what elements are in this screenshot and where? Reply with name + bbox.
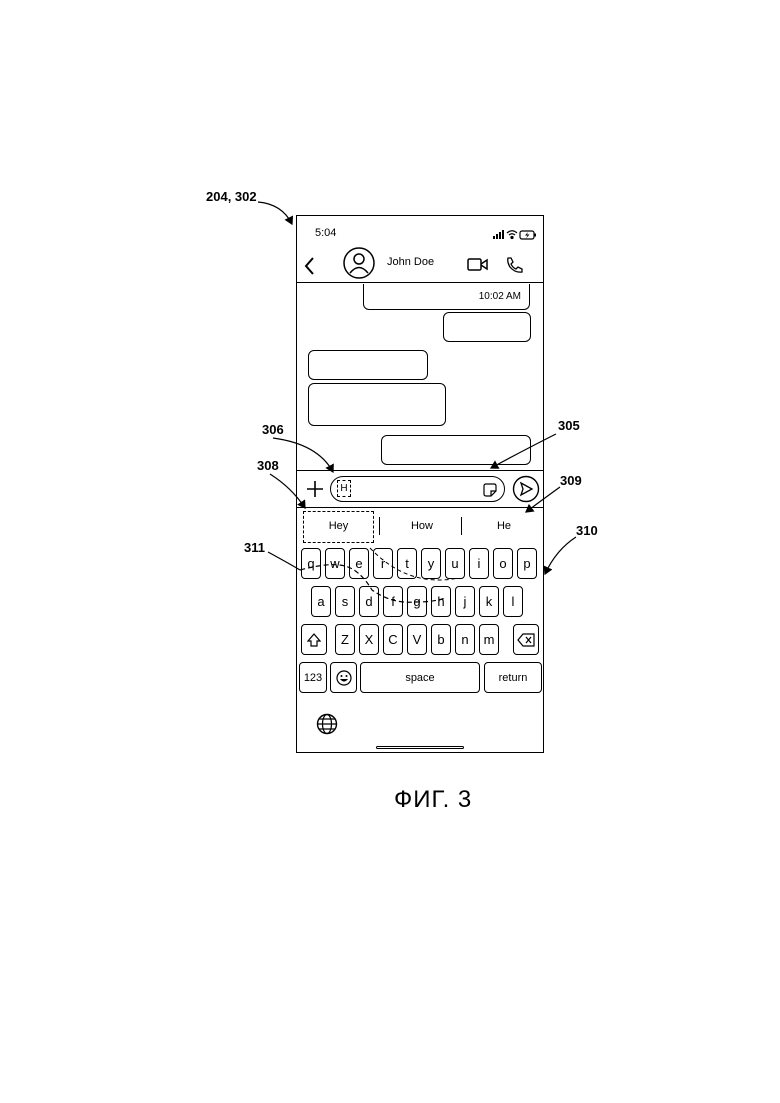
leader-line-device [258, 202, 292, 224]
leader-line-send-area [491, 434, 556, 468]
figure-caption: ФИГ. 3 [394, 786, 472, 814]
leader-line-input-field [273, 438, 333, 472]
leader-line-prediction-bar [526, 487, 560, 512]
leader-line-keyboard [545, 537, 576, 574]
leader-line-swipe-path [268, 552, 300, 570]
swipe-highlight-dashed [370, 548, 458, 580]
swipe-path [300, 565, 445, 603]
leader-line-prediction-first [270, 474, 305, 508]
